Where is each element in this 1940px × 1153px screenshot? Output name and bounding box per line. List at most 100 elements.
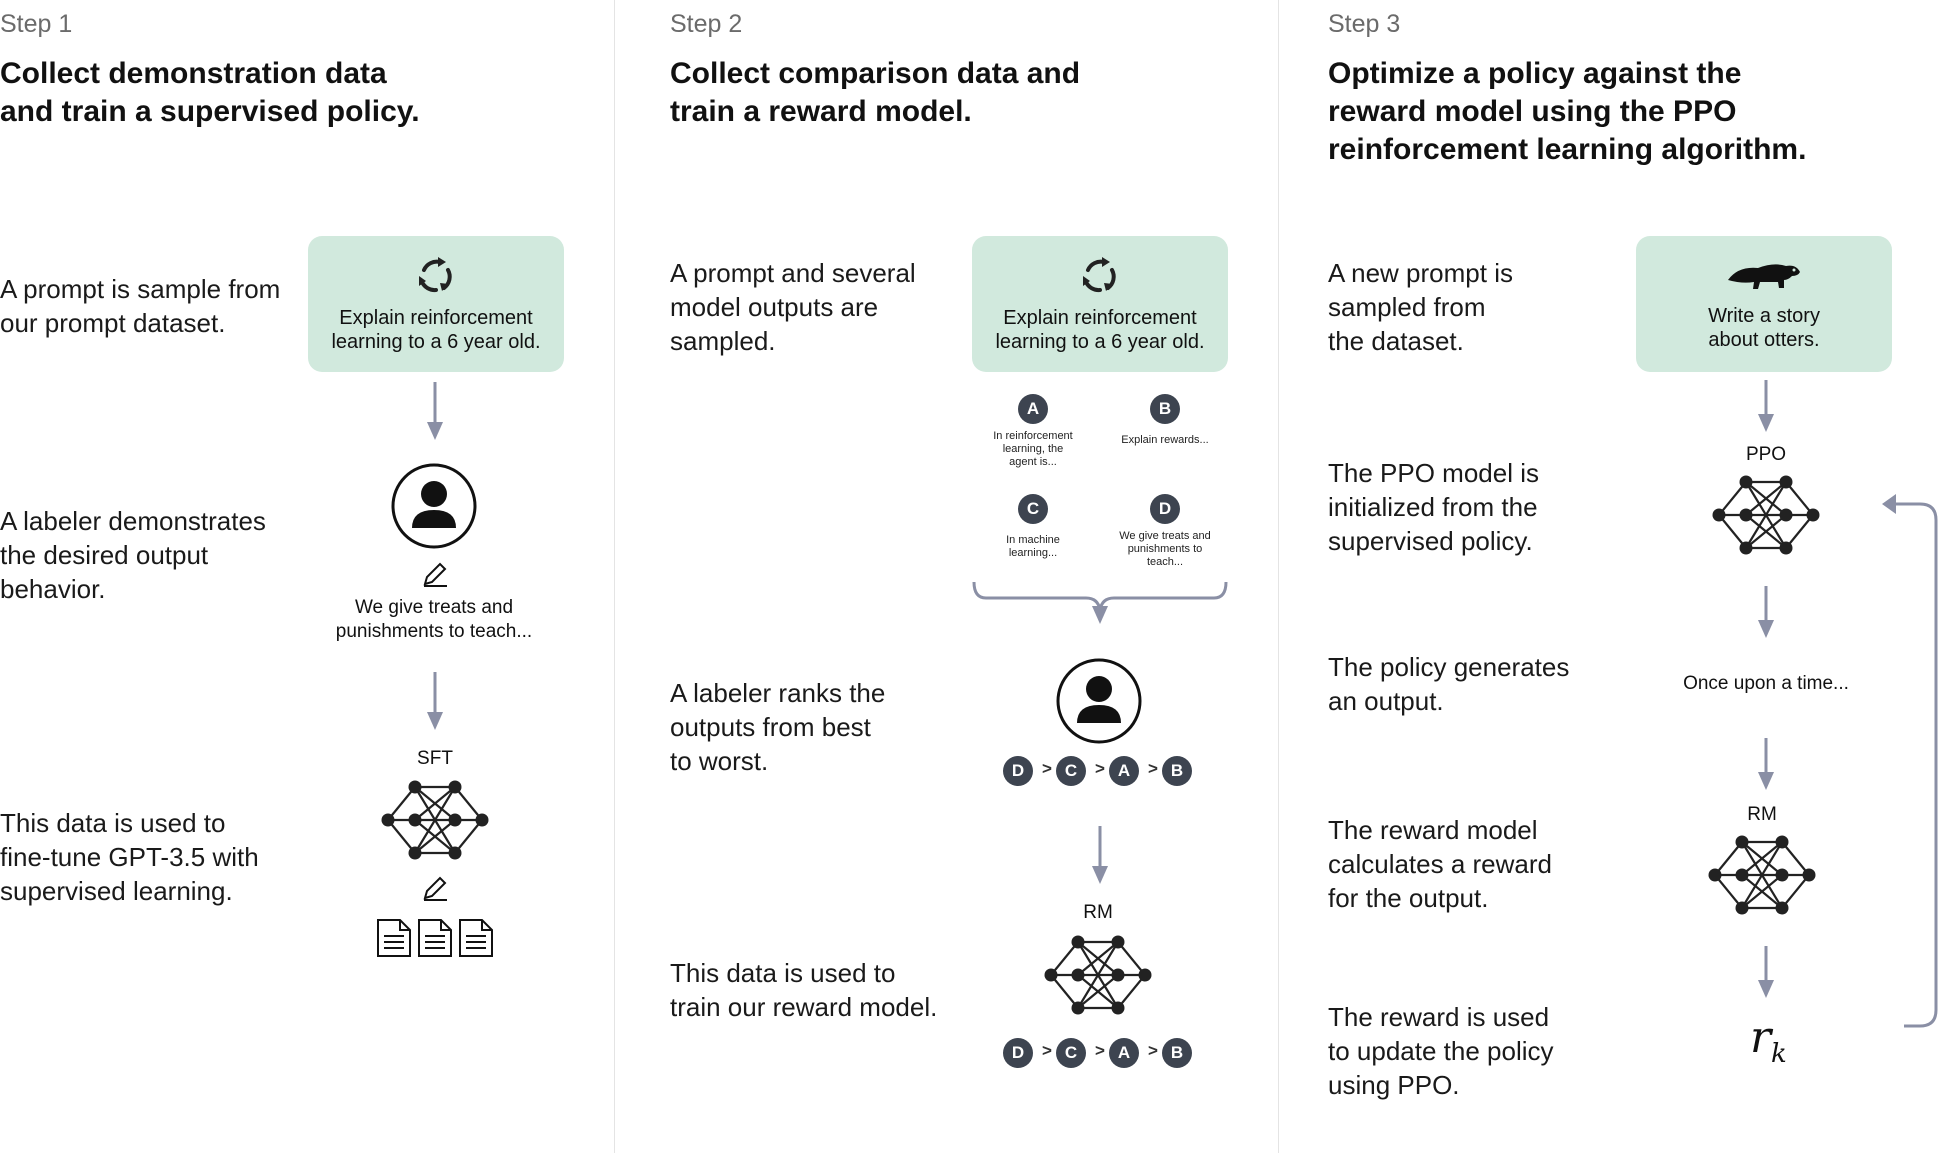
step-1-desc-finetune: This data is used to fine-tune GPT-3.5 w…: [0, 806, 259, 908]
desc-line: for the output.: [1328, 883, 1489, 913]
output-text-a: In reinforcement learning, the agent is.…: [973, 430, 1093, 469]
desc-line: supervised policy.: [1328, 526, 1533, 556]
demo-output-text: We give treats and punishments to teach.…: [318, 596, 550, 644]
column-divider-2: [1278, 0, 1279, 1153]
output-text-c: In machine learning...: [973, 534, 1093, 560]
output-badge-c: C: [1018, 494, 1048, 524]
desc-line: model outputs are: [670, 292, 879, 322]
step-1-title: Collect demonstration data and train a s…: [0, 55, 420, 131]
network-edge: [1718, 514, 1747, 549]
document-icon: [459, 919, 493, 957]
desc-line: A labeler demonstrates: [0, 506, 266, 536]
network-node: [1779, 541, 1793, 555]
prompt-line: Explain reinforcement: [1003, 307, 1197, 329]
ranking-row: D > C > A > B: [1003, 756, 1199, 788]
step-2-desc-sampled: A prompt and several model outputs are s…: [670, 256, 916, 358]
step-3-title: Optimize a policy against the reward mod…: [1328, 55, 1806, 169]
prompt-text: Write a story about otters.: [1636, 304, 1892, 352]
neural-network-icon: [1708, 835, 1816, 915]
network-node: [448, 846, 462, 860]
rank-separator: >: [1095, 1041, 1105, 1060]
down-arrow: [1758, 586, 1774, 638]
network-edge: [1781, 874, 1810, 909]
network-node: [1111, 935, 1125, 949]
desc-line: A prompt and several: [670, 258, 916, 288]
network-node: [408, 846, 422, 860]
rm-model-label: RM: [1083, 902, 1113, 923]
desc-line: A prompt is sample from: [0, 274, 281, 304]
desc-line: sampled from: [1328, 292, 1486, 322]
network-node: [408, 780, 422, 794]
step-3-title-line: Optimize a policy against the: [1328, 57, 1742, 90]
down-arrow: [1758, 946, 1774, 998]
rank-badge: D: [1003, 756, 1033, 786]
network-edge: [414, 786, 456, 854]
network-edge: [1785, 514, 1814, 549]
generated-output-text: Once upon a time...: [1683, 673, 1849, 694]
rank-badge: B: [1162, 1038, 1192, 1068]
down-arrow: [1092, 826, 1108, 884]
network-edge: [1050, 974, 1079, 1009]
step-2-desc-ranks: A labeler ranks the outputs from best to…: [670, 676, 885, 778]
prompt-line: about otters.: [1708, 329, 1820, 351]
network-edge: [454, 819, 483, 854]
step-3-prompt-box: Write a story about otters.: [1636, 236, 1892, 372]
pencil-icon: [423, 876, 447, 901]
rank-badge: A: [1109, 756, 1139, 786]
step-2-desc-train-rm: This data is used to train our reward mo…: [670, 956, 937, 1024]
network-node: [1739, 541, 1753, 555]
output-line: Explain rewards...: [1121, 434, 1209, 446]
down-arrow: [427, 672, 443, 730]
step-3-desc-ppo-init: The PPO model is initialized from the su…: [1328, 456, 1539, 558]
network-node: [448, 780, 462, 794]
prompt-line: learning to a 6 year old.: [995, 331, 1205, 353]
caption-line: We give treats and: [354, 597, 514, 618]
network-edge: [1050, 941, 1079, 976]
sft-model-label: SFT: [417, 748, 453, 769]
step-3-desc-generates: The policy generates an output.: [1328, 650, 1569, 718]
network-edge: [1077, 941, 1119, 976]
step-3-title-line: reinforcement learning algorithm.: [1328, 133, 1807, 166]
network-node: [1802, 868, 1816, 882]
network-edge: [1785, 481, 1814, 516]
network-edge: [387, 819, 416, 854]
otter-icon: [1728, 264, 1800, 289]
prompt-text: Explain reinforcement learning to a 6 ye…: [308, 306, 564, 354]
network-node: [1071, 935, 1085, 949]
output-line: punishments to: [1127, 543, 1203, 555]
network-node: [1111, 968, 1125, 982]
desc-line: initialized from the: [1328, 492, 1538, 522]
down-arrow: [1758, 738, 1774, 790]
output-line: agent is...: [1009, 456, 1057, 468]
network-node: [1775, 901, 1789, 915]
network-edge: [414, 819, 456, 854]
caption-line: punishments to teach...: [335, 621, 533, 642]
output-line: teach...: [1146, 556, 1184, 568]
output-line: learning, the: [1002, 443, 1064, 455]
step-1-label: Step 1: [0, 10, 73, 38]
network-node: [1708, 868, 1722, 882]
desc-line: behavior.: [0, 574, 106, 604]
prompt-line: Explain reinforcement: [339, 307, 533, 329]
network-node: [1071, 1001, 1085, 1015]
step-1-desc-labeler: A labeler demonstrates the desired outpu…: [0, 504, 266, 606]
down-arrow: [1758, 380, 1774, 432]
step-2-title: Collect comparison data and train a rewa…: [670, 55, 1080, 131]
step-2-title-line: Collect comparison data and: [670, 57, 1081, 90]
output-line: learning...: [1008, 547, 1058, 559]
person-icon: [1056, 658, 1142, 744]
step-3-desc-new-prompt: A new prompt is sampled from the dataset…: [1328, 256, 1513, 358]
desc-line: outputs from best: [670, 712, 871, 742]
network-node: [1775, 868, 1789, 882]
step-1-desc-prompt: A prompt is sample from our prompt datas…: [0, 272, 280, 340]
desc-line: calculates a reward: [1328, 849, 1552, 879]
rm-model-label: RM: [1747, 804, 1777, 825]
network-edge: [1714, 841, 1743, 876]
reward-symbol-subscript: k: [1771, 1038, 1787, 1069]
output-line: In reinforcement: [993, 430, 1073, 442]
desc-line: to worst.: [670, 746, 769, 776]
desc-line: sampled.: [670, 326, 776, 356]
desc-line: This data is used to: [670, 958, 896, 988]
network-node: [1735, 901, 1749, 915]
rank-badge: C: [1056, 756, 1086, 786]
